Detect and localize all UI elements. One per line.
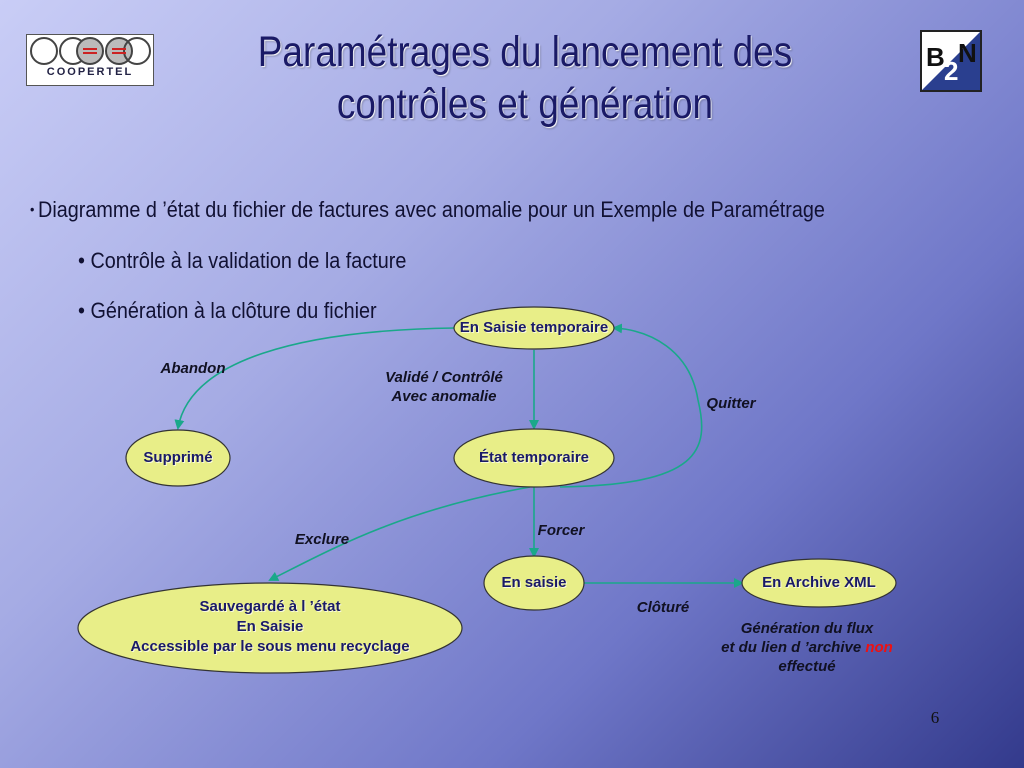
bullet-dot-icon: • xyxy=(78,248,91,273)
transition-abandon-label: Abandon xyxy=(160,360,226,377)
title-line-1: Paramétrages du lancement des xyxy=(257,28,793,76)
bullet-dot-icon: • xyxy=(78,298,91,323)
state-etat-temporaire-label: État temporaire xyxy=(478,449,590,466)
bullet-main: •Diagramme d ’état du fichier de facture… xyxy=(30,197,825,223)
state-sauvegarde-line-3: Accessible par le sous menu recyclage xyxy=(130,638,410,655)
state-sauvegarde-label: Sauvegardé à l ’état En Saisie Accessibl… xyxy=(90,597,450,657)
state-etat-temporaire xyxy=(453,428,615,488)
state-sauvegarde-line-1: Sauvegardé à l ’état xyxy=(199,598,341,615)
state-sauvegarde xyxy=(77,582,463,674)
archive-note: Génération du flux et du lien d ’archive… xyxy=(700,619,914,676)
transition-forcer-label: Forcer xyxy=(537,522,585,539)
transition-quitter-label: Quitter xyxy=(706,395,756,412)
transition-valide-label: Validé / Contrôlé Avec anomalie xyxy=(364,368,524,406)
coopertel-logo xyxy=(26,34,154,86)
title-line-2: contrôles et génération xyxy=(336,80,714,128)
state-supprime-label: Supprimé xyxy=(143,449,213,466)
bullet-sub-1-text: Contrôle à la validation de la facture xyxy=(90,248,407,273)
state-saisie-temporaire-label: En Saisie temporaire xyxy=(459,319,609,336)
b2n-logo-n: N xyxy=(958,38,977,68)
coopertel-logo-text: COOPERTEL xyxy=(46,66,134,78)
arrow-abandon xyxy=(174,327,456,430)
archive-note-line-1: Génération du flux xyxy=(740,620,874,637)
slide-title: Paramétrages du lancement des contrôles … xyxy=(211,26,839,130)
state-supprime xyxy=(125,429,231,487)
archive-note-line-2: et du lien d ’archive non xyxy=(700,638,914,657)
page-number: 6 xyxy=(930,708,940,727)
bullet-dot-icon: • xyxy=(30,201,35,217)
bullet-sub-2-text: Génération à la clôture du fichier xyxy=(90,298,377,323)
state-archive-xml-label: En Archive XML xyxy=(762,574,876,591)
bullet-sub-1: • Contrôle à la validation de la facture xyxy=(78,248,406,274)
state-en-saisie-label: En saisie xyxy=(501,574,567,591)
archive-note-line-3: effectué xyxy=(778,658,836,675)
state-sauvegarde-line-2: En Saisie xyxy=(236,618,304,635)
transition-cloture-label: Clôturé xyxy=(636,599,690,616)
b2n-logo: B 2 N xyxy=(920,30,982,92)
state-saisie-temporaire xyxy=(453,306,615,350)
arrow-quitter xyxy=(559,323,703,488)
coopertel-circles-icon xyxy=(30,37,151,65)
archive-note-line-2-prefix: et du lien d ’archive xyxy=(721,639,866,656)
arrow-exclure xyxy=(268,486,531,581)
b2n-logo-2: 2 xyxy=(944,56,958,86)
b2n-logo-icon: B 2 N xyxy=(922,32,980,90)
state-en-saisie xyxy=(483,555,585,611)
b2n-logo-b: B xyxy=(926,42,945,72)
transition-exclure-label: Exclure xyxy=(294,531,350,548)
bullet-sub-2: • Génération à la clôture du fichier xyxy=(78,298,377,324)
archive-note-highlight: non xyxy=(865,639,893,656)
transition-valide-line-2: Avec anomalie xyxy=(391,388,497,405)
transition-valide-line-1: Validé / Contrôlé xyxy=(385,369,503,386)
bullet-main-text: Diagramme d ’état du fichier de factures… xyxy=(38,197,825,222)
state-archive-xml xyxy=(741,558,897,608)
